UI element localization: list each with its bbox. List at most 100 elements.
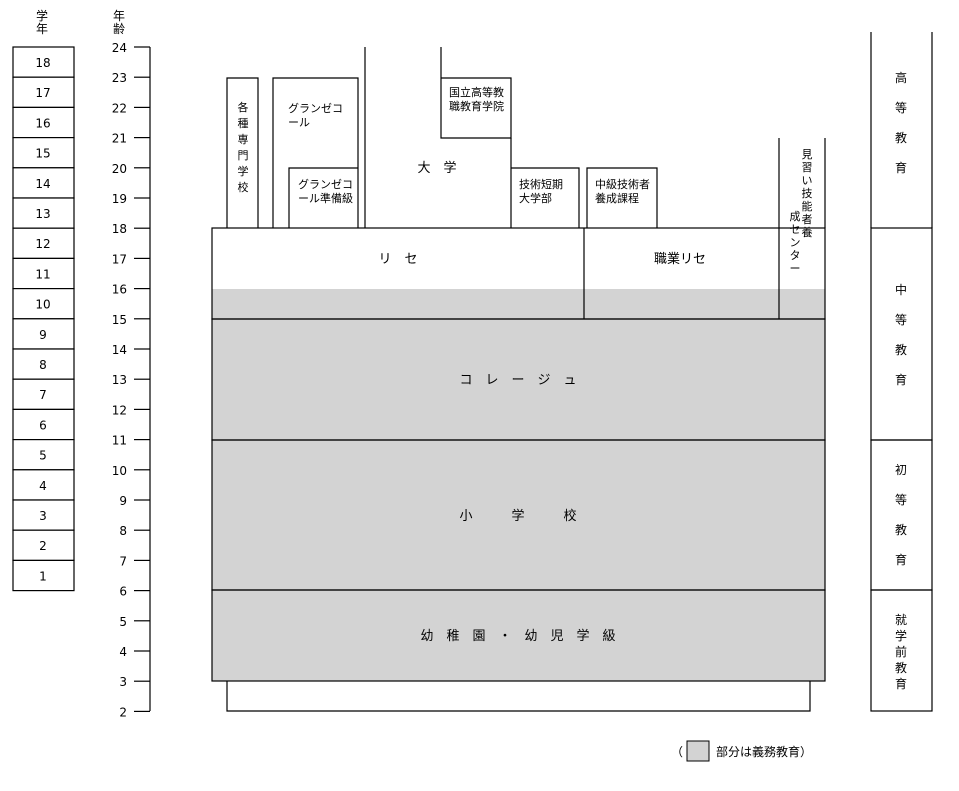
label-char: セ xyxy=(790,223,801,236)
label-char: 校 xyxy=(238,180,249,194)
age-label: 9 xyxy=(119,494,127,508)
grade-label: 17 xyxy=(35,86,50,100)
grade-cell xyxy=(12,439,75,471)
label-char: 教 xyxy=(895,342,907,357)
grade-label: 16 xyxy=(35,116,50,130)
age-label: 18 xyxy=(112,222,127,236)
iut-box xyxy=(511,167,580,228)
grade-cell xyxy=(12,559,75,592)
mid-tech-box xyxy=(586,167,658,228)
label-char: 等 xyxy=(895,313,907,327)
age-label: 15 xyxy=(112,313,127,327)
label-char: ー xyxy=(790,262,801,275)
age-label: 5 xyxy=(119,615,127,629)
label-line: 大学部 xyxy=(519,191,552,205)
age-label: 17 xyxy=(112,252,127,266)
age-label: 8 xyxy=(119,524,127,538)
college-label: コ レ ー ジ ュ xyxy=(459,373,576,388)
preschool-lower-box xyxy=(226,681,811,712)
grade-label: 5 xyxy=(39,449,47,463)
label-line: 職教育学院 xyxy=(449,99,504,113)
grade-label: 11 xyxy=(35,267,50,281)
grade-cell xyxy=(12,76,75,108)
age-label: 24 xyxy=(112,41,127,55)
age-label: 22 xyxy=(112,101,127,115)
label-char: 成 xyxy=(790,210,801,223)
secondary-box xyxy=(870,227,933,441)
lycee-pro-label: 職業リセ xyxy=(654,251,706,267)
label-line: グランゼコ xyxy=(288,101,343,115)
age-header: 年齢 xyxy=(113,9,125,36)
university-label: 大 学 xyxy=(417,160,456,176)
age-label: 16 xyxy=(112,283,127,297)
kakushu-box xyxy=(226,77,259,228)
legend-text: 部分は義務教育） xyxy=(716,744,812,759)
label-char: 専 xyxy=(238,133,249,146)
grade-label: 6 xyxy=(39,418,47,432)
grade-label: 4 xyxy=(39,479,47,493)
age-label: 14 xyxy=(112,343,127,357)
grade-label: 18 xyxy=(35,56,50,70)
age-label: 12 xyxy=(112,403,127,417)
label-char: 門 xyxy=(238,149,249,162)
label-char: 習 xyxy=(802,161,813,174)
label-char: 各 xyxy=(238,100,249,114)
grade-label: 8 xyxy=(39,358,47,372)
label-char: 技 xyxy=(802,187,813,200)
age-label: 6 xyxy=(119,585,127,599)
label-char: 等 xyxy=(895,101,907,115)
label-char: 中 xyxy=(895,282,907,297)
label-char: 育 xyxy=(895,372,907,387)
preschool-label: 幼 稚 園 ・ 幼 児 学 級 xyxy=(420,628,615,644)
grade-cell xyxy=(12,257,75,290)
age-label: 10 xyxy=(112,464,127,478)
grade-cell xyxy=(12,197,75,229)
label-char: い xyxy=(802,174,813,187)
grade-label: 2 xyxy=(39,539,47,553)
age-label: 13 xyxy=(112,373,127,387)
grandes-ecoles-prep-box xyxy=(288,167,358,228)
grade-label: 13 xyxy=(35,207,50,221)
grade-cell xyxy=(12,318,75,350)
label-char: 前 xyxy=(895,644,907,659)
label-char: 就 xyxy=(895,613,907,627)
age-label: 4 xyxy=(119,645,127,659)
preschool-box xyxy=(211,589,826,682)
grade-cell xyxy=(12,499,75,531)
age-label: 21 xyxy=(112,132,127,146)
label-line: 国立高等教 xyxy=(449,85,504,99)
label-char: 教 xyxy=(895,660,907,675)
label-line: 中級技術者 xyxy=(595,178,650,191)
label-line: ール xyxy=(288,116,310,129)
label-line: 技術短期 xyxy=(519,177,563,191)
label-char: 育 xyxy=(895,160,907,175)
label-char: 初 xyxy=(895,463,907,477)
label-line: グランゼコ xyxy=(298,177,353,191)
legend-open-paren: （ xyxy=(671,745,683,759)
label-char: 高 xyxy=(895,70,907,85)
compulsory-shade xyxy=(212,289,825,681)
label-char: ン xyxy=(790,236,801,249)
label-char: タ xyxy=(790,249,801,262)
grade-header: 学年 xyxy=(36,8,48,36)
grade-label: 14 xyxy=(35,177,50,191)
label-char: 見 xyxy=(802,148,813,161)
legend-swatch xyxy=(686,740,710,762)
label-char: 育 xyxy=(895,676,907,691)
label-line: 養成課程 xyxy=(595,191,639,205)
grade-label: 1 xyxy=(39,569,47,583)
lycee-label: リ セ xyxy=(378,252,417,267)
